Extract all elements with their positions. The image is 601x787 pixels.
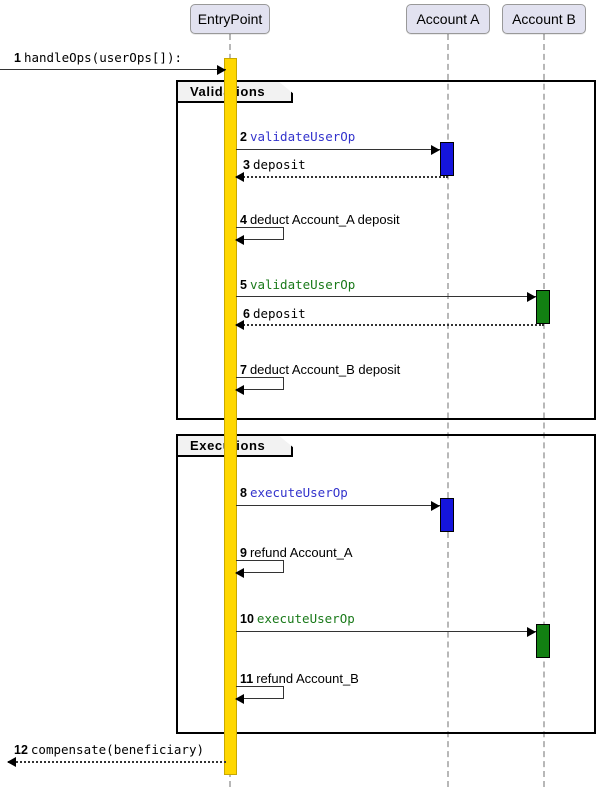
message-arrowhead-11 [235,694,244,704]
message-seq-2: 2 [240,130,247,144]
message-seq-7: 7 [240,363,247,377]
account-a-validate-activation [440,142,454,176]
message-seq-6: 6 [243,307,250,321]
message-text-7: deduct Account_B deposit [249,362,401,377]
message-text-5: validateUserOp [249,277,356,292]
message-arrowhead-9 [235,568,244,578]
message-text-10: executeUserOp [256,611,355,626]
message-line-3 [236,176,448,178]
message-seq-4: 4 [240,213,247,227]
message-seq-11: 11 [240,672,254,686]
message-seq-12: 12 [14,743,28,757]
message-line-12 [8,761,226,763]
message-arrowhead-12 [7,757,16,767]
message-text-9: refund Account_A [249,545,353,560]
message-text-11: refund Account_B [256,671,359,686]
message-seq-1: 1 [14,51,21,65]
lifeline-account_b [543,34,545,787]
message-arrowhead-6 [235,320,244,330]
message-line-10 [236,631,536,632]
participant-label-account_a: Account A [416,11,480,27]
message-arrowhead-5 [527,292,536,302]
message-arrowhead-1 [217,65,226,75]
participant-label-account_b: Account B [512,11,576,27]
message-text-1: handleOps(userOps[]): [23,50,182,65]
message-line-6 [236,324,544,326]
message-line-2 [236,149,440,150]
message-seq-3: 3 [243,158,250,172]
message-text-6: deposit [252,306,306,321]
message-arrowhead-7 [235,385,244,395]
message-text-4: deduct Account_A deposit [249,212,400,227]
self-message-11 [236,686,284,699]
self-message-4 [236,227,284,240]
message-seq-9: 9 [240,546,247,560]
entrypoint-activation [224,58,237,775]
fragment-validations [176,80,596,420]
message-seq-10: 10 [240,612,254,626]
self-message-7 [236,377,284,390]
message-arrowhead-2 [431,145,440,155]
fragment-executions [176,434,596,734]
message-text-3: deposit [252,157,306,172]
message-seq-5: 5 [240,278,247,292]
message-line-8 [236,505,440,506]
message-text-2: validateUserOp [249,129,356,144]
participant-account_b[interactable]: Account B [502,4,586,34]
account-b-execute-activation [536,624,550,658]
message-seq-8: 8 [240,486,247,500]
account-b-validate-activation [536,290,550,324]
participant-account_a[interactable]: Account A [406,4,490,34]
participant-label-entrypoint: EntryPoint [197,11,263,27]
self-message-9 [236,560,284,573]
message-line-5 [236,296,536,297]
message-line-1 [0,69,226,70]
message-arrowhead-10 [527,627,536,637]
message-arrowhead-4 [235,235,244,245]
account-a-execute-activation [440,498,454,532]
participant-entrypoint[interactable]: EntryPoint [190,4,270,34]
message-arrowhead-8 [431,501,440,511]
lifeline-account_a [447,34,449,787]
message-text-12: compensate(beneficiary) [30,742,204,757]
message-arrowhead-3 [235,172,244,182]
message-text-8: executeUserOp [249,485,348,500]
